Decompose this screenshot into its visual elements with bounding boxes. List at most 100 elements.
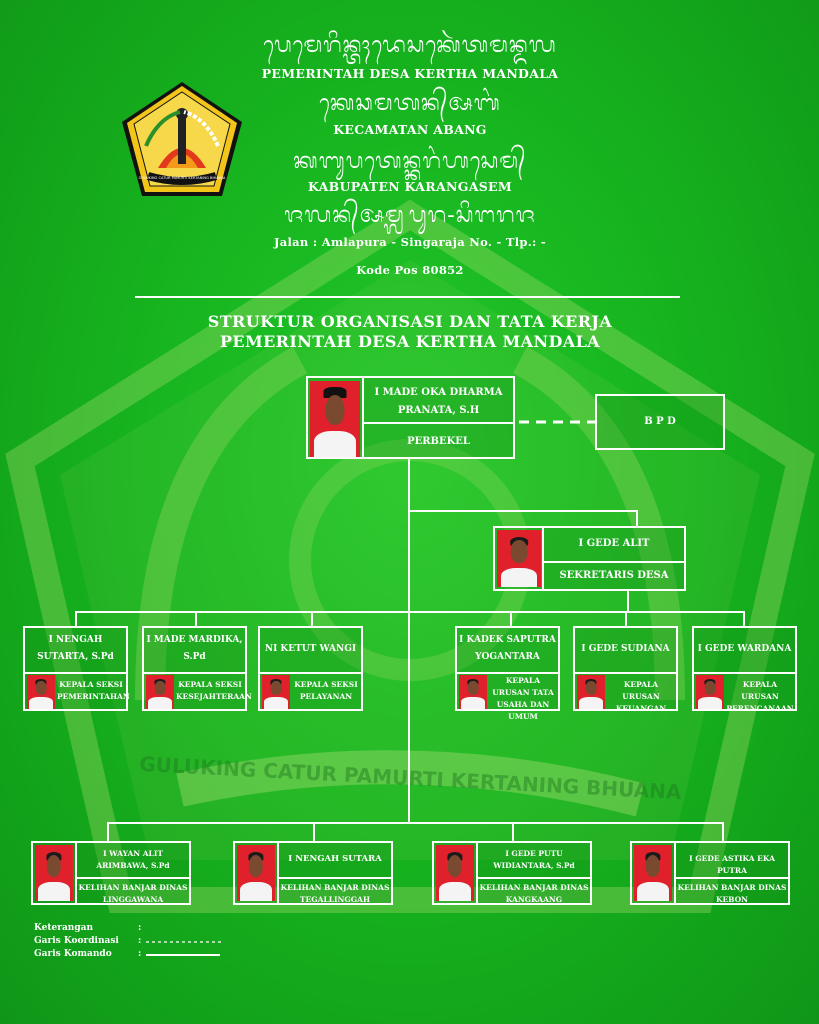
kelihan-name-3: I GEDE PUTU WIDIANTARA, S.Pd	[493, 849, 575, 870]
sekretaris-photo	[497, 530, 541, 587]
sekretaris-sep-h	[542, 561, 684, 563]
kelihan-name-4: I GEDE ASTIKA EKA PUTRA	[689, 854, 775, 875]
kelihan-box-3: I GEDE PUTU WIDIANTARA, S.Pd KELIHAN BAN…	[432, 841, 592, 905]
header-kecamatan: KECAMATAN ABANG	[333, 122, 487, 137]
main-command-line	[408, 458, 410, 823]
sekretaris-role: SEKRETARIS DESA	[559, 570, 669, 581]
perbekel-sep-v	[362, 378, 364, 457]
sekretaris-sep-v	[542, 528, 544, 589]
staff-drop-2	[195, 611, 197, 627]
kelihan-sep-h-2	[277, 877, 391, 879]
kelihan-sep-h-4	[674, 877, 788, 879]
banjar-bar	[107, 822, 724, 824]
banjar-drop-1	[107, 822, 109, 842]
kepala-box-6: I GEDE WARDANA KEPALA URUSAN PERENCANAAN	[692, 626, 797, 713]
kepala-name-4: I KADEK SAPUTRA YOGANTARA	[459, 635, 556, 663]
staff-drop-3	[311, 611, 313, 627]
sekretaris-name: I GEDE ALIT	[578, 538, 650, 549]
kepala-name-5: I GEDE SUDIANA	[581, 644, 670, 654]
bpd-label: B P D	[644, 416, 676, 427]
coordination-line	[519, 420, 595, 424]
kelihan-name-2: I NENGAH SUTARA	[288, 854, 382, 864]
balinese-line-2: ᬓᬾᬘᬫᬢᬦ᭄ᬅᬩᬂ	[319, 91, 501, 116]
header-government: PEMERINTAH DESA KERTHA MANDALA	[261, 66, 559, 81]
kelihan-sep-v-3	[476, 843, 478, 903]
kepala-sep-2	[144, 672, 245, 674]
balinese-line-4: ᬚᬮᬦ᭄ᬅᬫ᭄ᬮᬧᬸᬭ-ᬲᬶᬗᬭᬚ	[284, 203, 536, 228]
kepala-role-2: KEPALA SEKSI KESEJAHTERAAN	[176, 680, 252, 701]
kelihan-box-2: I NENGAH SUTARA KELIHAN BANJAR DINAS TEG…	[233, 841, 393, 905]
kepala-role-4: KEPALA URUSAN TATA USAHA DAN UMUM	[492, 676, 554, 721]
kepala-photo-3	[262, 675, 290, 709]
kelihan-role-3: KELIHAN BANJAR DINAS KANGKAANG	[479, 883, 589, 904]
kepala-role-5: KEPALA URUSAN KEUANGAN	[615, 680, 667, 713]
secretary-drop	[636, 510, 638, 528]
title-line-1: STRUKTUR ORGANISASI DAN TATA KERJA	[207, 312, 613, 331]
kelihan-sep-h-3	[476, 877, 590, 879]
kepala-photo-4	[459, 675, 487, 709]
kepala-name-1: I NENGAH SUTARTA, S.Pd	[37, 635, 114, 663]
kelihan-photo-2	[237, 845, 275, 901]
kepala-box-1: I NENGAH SUTARTA, S.Pd KEPALA SEKSI PEME…	[23, 626, 130, 711]
title-line-2: PEMERINTAH DESA KERTHA MANDALA	[219, 332, 601, 351]
logo-text: GULUKING CATUR PAMURTI KERTANING BHUANA	[139, 176, 226, 180]
kepala-sep-1	[25, 672, 126, 674]
secretary-down	[627, 590, 629, 612]
staff-drop-1	[75, 611, 77, 627]
kepala-sep-3	[260, 672, 361, 674]
kelihan-name-1: I WAYAN ALIT ARIMBAWA, S.Pd	[96, 849, 170, 870]
perbekel-box: I MADE OKA DHARMA PRANATA, S.H PERBEKEL	[306, 376, 515, 459]
bpd-box: B P D	[595, 394, 725, 450]
banjar-drop-3	[512, 822, 514, 842]
header-kabupaten: KABUPATEN KARANGASEM	[308, 179, 512, 194]
kepala-name-6: I GEDE WARDANA	[697, 644, 792, 654]
kelihan-sep-v-4	[674, 843, 676, 903]
legend-solid-line	[146, 954, 220, 956]
legend-koordinasi: Garis Koordinasi	[34, 936, 119, 946]
legend-sep-1: :	[138, 923, 142, 933]
kepala-sep-4	[457, 672, 558, 674]
perbekel-photo	[310, 381, 360, 457]
kepala-photo-1	[27, 675, 55, 709]
kepala-box-4: I KADEK SAPUTRA YOGANTARA KEPALA URUSAN …	[455, 626, 560, 721]
kepala-sep-5	[575, 672, 676, 674]
kelihan-box-1: I WAYAN ALIT ARIMBAWA, S.Pd KELIHAN BANJ…	[31, 841, 191, 905]
kepala-name-3: NI KETUT WANGI	[264, 644, 357, 654]
balinese-line-1: ᬧᬾᬫᬾᬭᬶᬦ᭄ᬢᬄᬤᬾᬲᬓᬾᬃᬢᬫᬦ᭄ᬤᬮ	[263, 33, 557, 58]
legend-title: Keterangan	[34, 923, 94, 933]
legend-sep-3: :	[138, 949, 142, 959]
header-address: Jalan : Amlapura - Singaraja No. - Tlp.:…	[274, 235, 546, 249]
kepala-photo-5	[577, 675, 605, 709]
regency-logo: GULUKING CATUR PAMURTI KERTANING BHUANA	[122, 82, 242, 196]
kepala-role-3: KEPALA SEKSI PELAYANAN	[294, 680, 358, 701]
header-divider	[135, 296, 680, 298]
sekretaris-box: I GEDE ALIT SEKRETARIS DESA	[493, 526, 686, 591]
secretary-branch	[408, 510, 638, 512]
kelihan-role-4: KELIHAN BANJAR DINAS KEBON	[677, 883, 787, 904]
perbekel-role: PERBEKEL	[407, 436, 470, 447]
kelihan-role-1: KELIHAN BANJAR DINAS LINGGAWANA	[78, 883, 188, 904]
kelihan-photo-4	[634, 845, 672, 901]
kepala-name-2: I MADE MARDIKA, S.Pd	[146, 635, 243, 663]
staff-drop-5	[625, 611, 627, 627]
kepala-role-1: KEPALA SEKSI PEMERINTAHAN	[57, 680, 130, 701]
kelihan-sep-v-1	[75, 843, 77, 903]
balinese-line-3: ᬓᬩᬸᬧᬢᬾᬦ᭄ᬓᬭᬂᬳᬲᬾᬫ᭄	[293, 149, 527, 174]
kelihan-photo-1	[35, 845, 73, 901]
kelihan-sep-v-2	[277, 843, 279, 903]
kepala-box-2: I MADE MARDIKA, S.Pd KEPALA SEKSI KESEJA…	[142, 626, 252, 711]
banjar-drop-4	[722, 822, 724, 842]
kepala-photo-6	[696, 675, 724, 709]
legend-komando: Garis Komando	[34, 949, 112, 959]
kepala-sep-6	[694, 672, 795, 674]
kelihan-role-2: KELIHAN BANJAR DINAS TEGALLINGGAH	[280, 883, 390, 904]
kelihan-box-4: I GEDE ASTIKA EKA PUTRA KELIHAN BANJAR D…	[630, 841, 790, 905]
staff-drop-4	[510, 611, 512, 627]
legend-dashed-line	[146, 941, 222, 943]
staff-bar	[75, 611, 745, 613]
kepala-box-3: NI KETUT WANGI KEPALA SEKSI PELAYANAN	[258, 626, 363, 711]
kepala-photo-2	[146, 675, 174, 709]
perbekel-sep-h	[362, 422, 513, 424]
kepala-box-5: I GEDE SUDIANA KEPALA URUSAN KEUANGAN	[573, 626, 678, 713]
watermark-text: GULUKING CATUR PAMURTI KERTANING BHUANA	[139, 752, 683, 804]
